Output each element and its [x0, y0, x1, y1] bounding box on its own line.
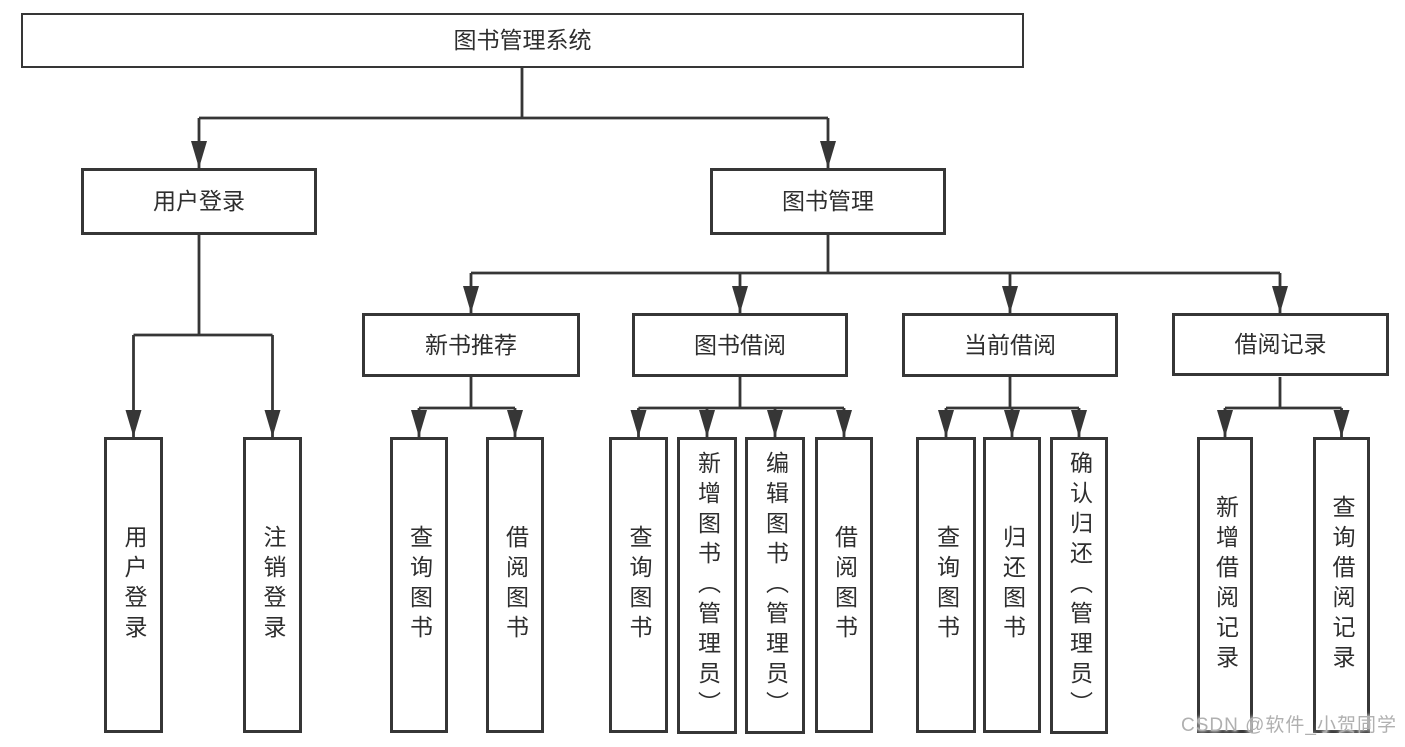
node-book-management: 图书管理: [710, 168, 946, 235]
node-new-book-recommend: 新书推荐: [362, 313, 580, 377]
node-query-books-recommend: 查询图书: [390, 437, 448, 733]
node-query-borrow-record: 查询借阅记录: [1313, 437, 1370, 733]
node-borrow-records: 借阅记录: [1172, 313, 1389, 376]
node-book-borrow: 图书借阅: [632, 313, 848, 377]
node-return-books: 归还图书: [983, 437, 1041, 733]
node-user-login-action: 用户登录: [104, 437, 163, 733]
node-add-borrow-record: 新增借阅记录: [1197, 437, 1253, 733]
node-borrow-books-action: 借阅图书: [815, 437, 873, 733]
node-logout-action: 注销登录: [243, 437, 302, 733]
node-current-borrow: 当前借阅: [902, 313, 1118, 377]
arrowheads: [125, 141, 1350, 437]
node-confirm-return-admin: 确认归还（管理员）: [1050, 437, 1108, 734]
node-edit-book-admin: 编辑图书（管理员）: [745, 437, 805, 734]
node-query-books-borrow: 查询图书: [609, 437, 668, 733]
node-borrow-books-recommend: 借阅图书: [486, 437, 544, 733]
node-user-login: 用户登录: [81, 168, 317, 235]
node-root: 图书管理系统: [21, 13, 1024, 68]
node-query-books-current: 查询图书: [916, 437, 976, 733]
node-add-book-admin: 新增图书（管理员）: [677, 437, 737, 734]
